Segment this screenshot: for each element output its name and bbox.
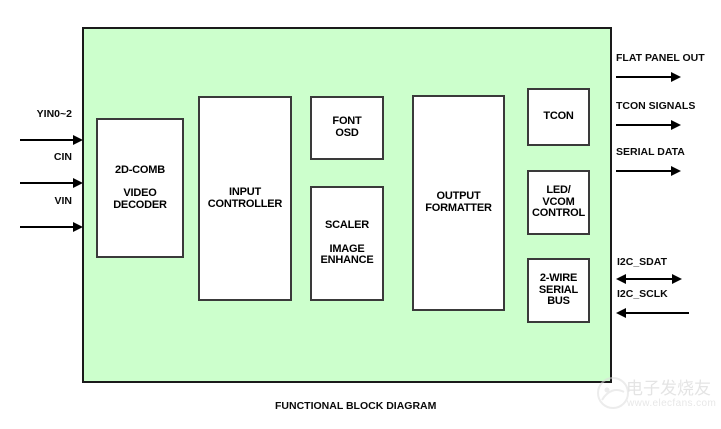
arrow-head-right-icon [671,166,681,176]
block-2-wire-serial-bus: 2-WIRE SERIAL BUS [527,258,590,323]
signal-label-i2c-sclk: I2C_SCLK [617,288,668,300]
block-label-line: FONT [332,115,362,128]
signal-label-flat-panel-out: FLAT PANEL OUT [616,52,705,64]
block-scaler-image-enhance: SCALER IMAGE ENHANCE [310,186,384,301]
signal-arrow-yin0-2 [20,135,83,145]
watermark-url: www.elecfans.com [627,398,717,409]
signal-arrow-i2c-sclk [616,308,689,318]
arrow-head-right-icon [671,72,681,82]
block-label-line: CONTROLLER [207,197,283,210]
signal-label-yin0-2: YIN0~2 [36,108,72,120]
block-label-line: FORMATTER [425,202,492,214]
signal-arrow-tcon-signals [616,120,681,130]
diagram-caption: FUNCTIONAL BLOCK DIAGRAM [275,400,437,412]
block-font-osd: FONT OSD [310,96,384,160]
block-tcon: TCON [527,88,590,146]
signal-arrow-vin [20,222,83,232]
watermark-text-cn: 电子发烧友 [626,379,711,399]
signal-label-tcon-signals: TCON SIGNALS [616,100,696,112]
block-label-line: INPUT [228,185,261,198]
block-led-vcom-control: LED/ VCOM CONTROL [527,170,590,235]
signal-label-serial-data: SERIAL DATA [616,146,685,158]
arrow-head-right-icon [671,120,681,130]
signal-label-vin: VIN [54,195,72,207]
block-label-line: DECODER [113,198,167,211]
signal-label-cin: CIN [53,151,72,163]
signal-arrow-serial-data [616,166,681,176]
block-label-line: LED/ [546,184,571,197]
block-output-formatter: OUTPUT FORMATTER [412,95,505,311]
signal-arrow-flat-panel-out [616,72,681,82]
block-label-line: VIDEO [123,187,157,200]
block-label-line: BUS [547,295,570,308]
block-label-line: SCALER [324,219,370,232]
block-label-line: SERIAL [538,283,579,296]
block-label-line: 2-WIRE [539,272,578,285]
block-label-line: OUTPUT [436,190,481,203]
arrow-head-left-icon [616,274,626,284]
arrow-head-right-icon [73,135,83,145]
signal-arrow-i2c-sdat [616,274,682,284]
arrow-head-right-icon [672,274,682,284]
block-label-line: 2D-COMB [115,163,165,176]
block-label-line: VCOM [542,195,575,208]
block-2d-comb-video-decoder: 2D-COMB VIDEO DECODER [96,118,184,258]
signal-label-i2c-sdat: I2C_SDAT [617,256,667,268]
block-label-line: CONTROL [532,207,585,220]
block-label-line: IMAGE [329,242,365,255]
arrow-head-right-icon [73,222,83,232]
signal-arrow-cin [20,178,83,188]
watermark: 电子发烧友 www.elecfans.com [596,372,718,426]
block-label-line: TCON [543,110,574,123]
arrow-head-left-icon [616,308,626,318]
block-input-controller: INPUT CONTROLLER [198,96,292,301]
arrow-head-right-icon [73,178,83,188]
block-label-line: OSD [335,127,359,139]
block-label-line: ENHANCE [320,254,374,267]
